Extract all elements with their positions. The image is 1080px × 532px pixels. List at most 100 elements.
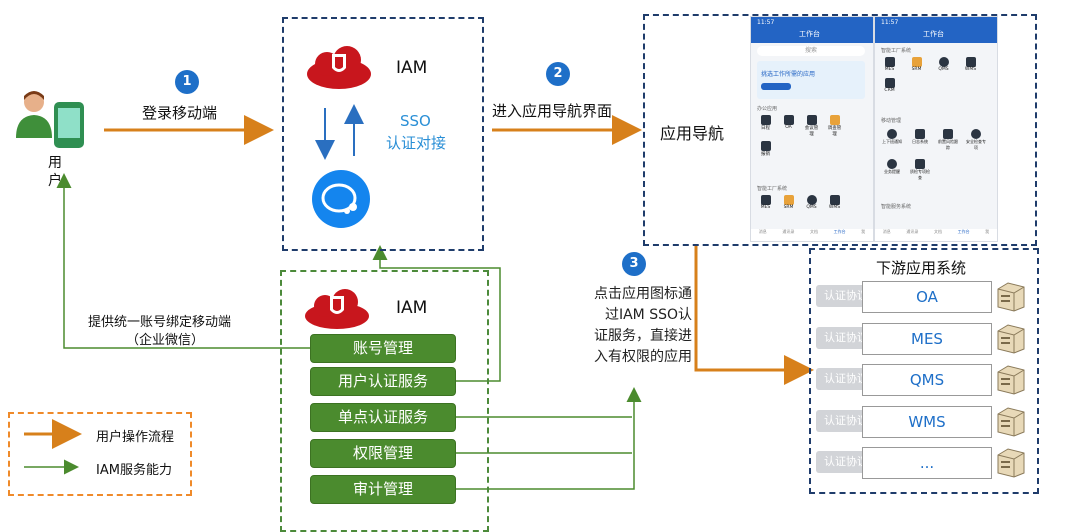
app-nav-label: 应用导航	[660, 124, 725, 143]
phone-banner-text: 挑选工作所需的应用	[761, 71, 816, 78]
auth-protocol-label: 认证协议	[816, 285, 876, 307]
service-audit[interactable]: 审计管理	[310, 475, 456, 504]
phone-right-app-3[interactable]: 前置风险跟踪	[937, 129, 959, 151]
tab-docs[interactable]: 文档	[933, 229, 942, 234]
auth-protocol-label: 认证协议	[816, 327, 876, 349]
phone-left-time: 11:57	[757, 19, 775, 26]
phone-right-app-4[interactable]: 安全检查专项	[965, 129, 987, 151]
phone-right-apps2: 上下班通知 日志系统 前置风险跟踪 安全检查专项 业务提醒 质检专项检查	[881, 129, 995, 181]
server-icon	[997, 324, 1025, 354]
app-more[interactable]: ...	[862, 447, 992, 479]
phone-app-qms[interactable]: QMS	[803, 195, 820, 210]
phone-app-label: 前置风险跟踪	[938, 139, 958, 150]
tab-contacts[interactable]: 通讯录	[906, 229, 919, 234]
phone-screen-right: 11:57 工作台 智能工厂系统 MES SRM QMS WMS CRM 移动管…	[874, 16, 998, 242]
arrow-to-downstream	[694, 244, 814, 385]
server-icon	[997, 365, 1025, 395]
phone-search-text: 搜索	[804, 47, 817, 54]
tab-docs[interactable]: 文档	[809, 229, 818, 234]
legend-box	[8, 412, 192, 496]
phone-right-app-5[interactable]: 业务提醒	[881, 159, 903, 181]
sso-label-2: 认证对接	[386, 134, 447, 152]
legend-iam-capability: IAM服务能力	[96, 463, 172, 478]
phone-right-title: 工作台	[923, 30, 944, 38]
tab-messages[interactable]: 消息	[758, 229, 767, 234]
phone-left-search[interactable]: 搜索	[757, 46, 865, 56]
phone-right-app-mes[interactable]: MES	[881, 57, 898, 72]
auth-protocol-label: 认证协议	[816, 368, 876, 390]
downstream-row-qms: 认证协议 QMS	[812, 364, 992, 396]
phone-app-label: 日志系统	[912, 139, 928, 144]
phone-app-survey[interactable]: 调查管理	[826, 115, 843, 137]
user-label-1: 用	[48, 155, 62, 171]
phone-app-label: QMS	[806, 205, 817, 210]
phone-right-app-srm[interactable]: SRM	[908, 57, 925, 72]
step-3-line-4: 入有权限的应用	[594, 349, 692, 365]
phone-app-label: MES	[884, 67, 895, 72]
phone-app-meeting[interactable]: 会议管理	[803, 115, 820, 137]
tab-messages[interactable]: 消息	[882, 229, 891, 234]
phone-banner[interactable]: 挑选工作所需的应用	[757, 61, 865, 99]
phone-app-label: 报销	[761, 152, 770, 157]
arrow-audit	[454, 387, 642, 490]
phone-right-app-crm[interactable]: CRM	[881, 78, 898, 93]
phone-app-schedule[interactable]: 日程	[757, 115, 774, 137]
phone-left-title: 工作台	[799, 30, 820, 38]
phone-app-label: QMS	[938, 67, 949, 72]
app-mes[interactable]: MES	[862, 323, 992, 355]
phone-right-section-mobile: 移动管理	[881, 118, 902, 124]
auth-protocol-label: 认证协议	[816, 410, 876, 432]
server-icon	[997, 448, 1025, 478]
service-account-mgmt[interactable]: 账号管理	[310, 334, 456, 363]
iam-logo-cloud-icon-2	[305, 289, 369, 329]
phone-app-wms[interactable]: WMS	[826, 195, 843, 210]
arrow-user-auth	[372, 245, 501, 382]
phone-apps-office: 日程 OA 会议管理 调查管理 报销	[757, 115, 867, 157]
bind-annotation-2: （企业微信）	[126, 333, 205, 348]
phone-right-app-qms[interactable]: QMS	[935, 57, 952, 72]
app-oa[interactable]: OA	[862, 281, 992, 313]
iam-logo-cloud-icon	[307, 46, 371, 89]
phone-right-section-factory: 智能工厂系统	[881, 48, 912, 54]
phone-section-factory: 智能工厂系统	[757, 186, 788, 192]
service-user-auth[interactable]: 用户认证服务	[310, 367, 456, 396]
downstream-row-oa: 认证协议 OA	[812, 281, 992, 313]
phone-app-label: OA	[785, 125, 792, 130]
phone-app-expense[interactable]: 报销	[757, 141, 774, 157]
phone-right-app-6[interactable]: 质检专项检查	[909, 159, 931, 181]
tab-workbench[interactable]: 工作台	[833, 229, 846, 234]
phone-app-oa[interactable]: OA	[780, 115, 797, 137]
service-sso[interactable]: 单点认证服务	[310, 403, 456, 432]
phone-right-app-1[interactable]: 上下班通知	[881, 129, 903, 151]
app-qms[interactable]: QMS	[862, 364, 992, 396]
tab-workbench[interactable]: 工作台	[957, 229, 970, 234]
downstream-row-wms: 认证协议 WMS	[812, 406, 992, 438]
downstream-box	[809, 248, 1039, 494]
user-label-2: 户	[48, 173, 62, 189]
phone-app-mes[interactable]: MES	[757, 195, 774, 210]
step-3-label: 点击应用图标通 过IAM SSO认 证服务，直接进 入有权限的应用	[574, 284, 692, 368]
phone-app-srm[interactable]: SRM	[780, 195, 797, 210]
tab-contacts[interactable]: 通讯录	[782, 229, 795, 234]
step-badge-3: 3	[622, 252, 646, 276]
auth-protocol-label: 认证协议	[816, 451, 876, 473]
phone-app-label: 日程	[761, 126, 770, 131]
phone-app-label: 安全检查专项	[966, 139, 986, 150]
phone-screen-left: 11:57 工作台 搜索 挑选工作所需的应用 办公应用 日程 OA 会议管理 调…	[750, 16, 874, 242]
iam-services-box	[280, 270, 489, 532]
step-3-line-2: 过IAM SSO认	[604, 307, 692, 323]
phone-right-app-wms[interactable]: WMS	[962, 57, 979, 72]
phone-app-label: SRM	[911, 67, 922, 72]
phone-right-app-2[interactable]: 日志系统	[909, 129, 931, 151]
tab-me[interactable]: 我	[985, 229, 990, 234]
phone-app-label: CRM	[884, 88, 895, 93]
app-wms[interactable]: WMS	[862, 406, 992, 438]
step-badge-1: 1	[175, 70, 199, 94]
service-permission[interactable]: 权限管理	[310, 439, 456, 468]
tab-me[interactable]: 我	[861, 229, 866, 234]
phone-section-office: 办公应用	[757, 106, 778, 112]
wecom-icon	[312, 170, 370, 228]
phone-app-label: 会议管理	[804, 126, 819, 137]
phone-app-label: WMS	[828, 205, 841, 210]
phone-app-label: 上下班通知	[882, 139, 902, 144]
